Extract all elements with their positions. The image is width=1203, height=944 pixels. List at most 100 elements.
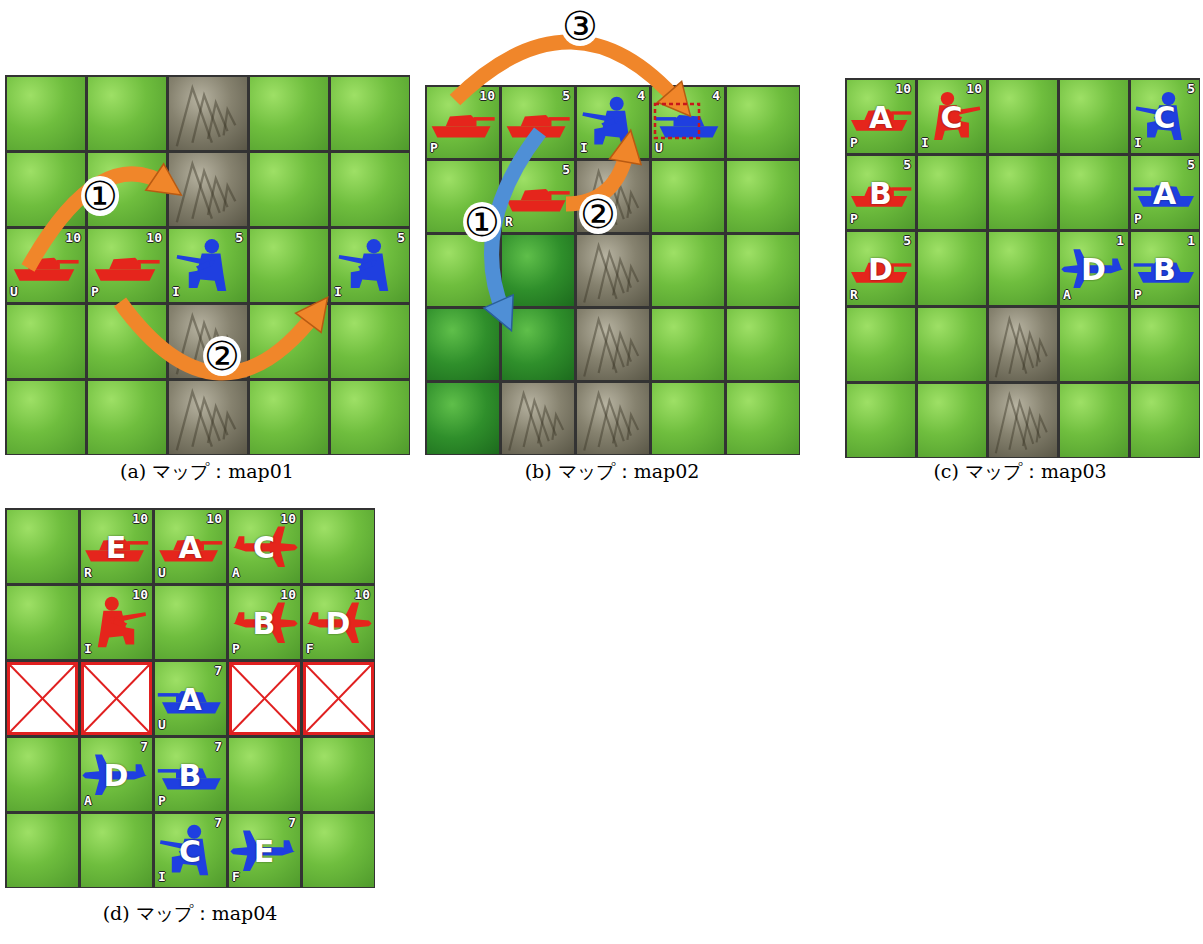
blocked-mark: [232, 665, 297, 732]
unit-letter: A: [869, 103, 892, 133]
hit-points: 10: [206, 512, 222, 525]
unit-type: P: [850, 136, 858, 149]
hit-points: 1: [1187, 234, 1195, 247]
unit-letter: D: [868, 255, 893, 285]
callout-number: ②: [203, 336, 241, 376]
terrain-tile: [577, 235, 649, 306]
mountain-texture: [169, 153, 247, 226]
terrain-tile: [7, 510, 78, 583]
unit-letter: A: [178, 685, 201, 715]
hit-points: 10: [280, 512, 296, 525]
hit-points: 10: [280, 588, 296, 601]
unit-letter: C: [253, 533, 275, 563]
terrain-tile: [727, 235, 799, 306]
hit-points: 5: [235, 231, 243, 244]
unit-type: I: [158, 870, 166, 883]
terrain-tile: [727, 309, 799, 380]
unit-letter: B: [1153, 255, 1176, 285]
unit-type: I: [921, 136, 929, 149]
hit-points: 7: [140, 740, 148, 753]
mountain-texture: [989, 308, 1057, 381]
mountain-texture: [577, 235, 649, 306]
hit-points: 5: [1187, 158, 1195, 171]
mountain-texture: [989, 384, 1057, 457]
move-arrow: [455, 42, 680, 104]
terrain-tile: [427, 309, 499, 380]
terrain-tile: [502, 235, 574, 306]
hit-points: 4: [637, 89, 645, 102]
terrain-tile: [847, 308, 915, 381]
hit-points: 1: [1116, 234, 1124, 247]
terrain-tile: [331, 381, 409, 454]
unit-letter: E: [106, 533, 127, 563]
terrain-tile: [7, 381, 85, 454]
hit-points: 10: [354, 588, 370, 601]
map-caption: (b) マップ：map02: [525, 462, 700, 481]
unit-type: P: [91, 285, 99, 298]
hit-points: 5: [903, 234, 911, 247]
terrain-tile: [1060, 156, 1128, 229]
hit-points: 10: [132, 588, 148, 601]
terrain-tile: [1060, 308, 1128, 381]
terrain-tile: [7, 77, 85, 150]
unit-letter: D: [1081, 255, 1106, 285]
hit-points: 10: [132, 512, 148, 525]
terrain-tile: [81, 814, 152, 887]
unit-type: P: [158, 794, 166, 807]
terrain-tile: [81, 662, 152, 735]
mountain-texture: [169, 381, 247, 454]
terrain-tile: [7, 662, 78, 735]
hit-points: 5: [903, 158, 911, 171]
unit-icon: [169, 229, 246, 301]
unit-letter: A: [178, 533, 201, 563]
hit-points: 4: [712, 89, 720, 102]
inf-unit: [169, 229, 246, 301]
unit-type: U: [158, 718, 166, 731]
terrain-tile: [303, 738, 374, 811]
target-marker: [655, 104, 699, 138]
terrain-tile: [577, 383, 649, 454]
unit-letter: D: [104, 761, 129, 791]
unit-type: I: [1134, 136, 1142, 149]
terrain-tile: [303, 510, 374, 583]
hit-points: 5: [562, 163, 570, 176]
unit-letter: B: [869, 179, 892, 209]
hit-points: 7: [214, 816, 222, 829]
mountain-texture: [577, 383, 649, 454]
terrain-tile: [331, 77, 409, 150]
terrain-tile: [918, 232, 986, 305]
hit-points: 5: [1187, 82, 1195, 95]
terrain-tile: [169, 381, 247, 454]
terrain-tile: [250, 229, 328, 302]
unit-type: A: [232, 566, 240, 579]
terrain-tile: [727, 383, 799, 454]
unit-type: R: [505, 215, 513, 228]
terrain-tile: [229, 738, 300, 811]
terrain-tile: [169, 77, 247, 150]
unit-type: P: [232, 642, 240, 655]
callout-number: ③: [561, 6, 599, 46]
terrain-tile: [918, 156, 986, 229]
callout-number: ②: [579, 194, 617, 234]
terrain-tile: [331, 153, 409, 226]
unit-type: F: [306, 642, 314, 655]
terrain-tile: [229, 662, 300, 735]
terrain-tile: [989, 80, 1057, 153]
terrain-tile: [989, 232, 1057, 305]
unit-type: P: [1134, 288, 1142, 301]
hit-points: 7: [288, 816, 296, 829]
terrain-tile: [652, 235, 724, 306]
unit-type: F: [232, 870, 240, 883]
unit-type: U: [655, 141, 663, 154]
hit-points: 10: [895, 82, 911, 95]
unit-letter: C: [179, 837, 201, 867]
unit-letter: B: [179, 761, 202, 791]
terrain-tile: [989, 308, 1057, 381]
terrain-tile: [847, 384, 915, 457]
map-caption: (c) マップ：map03: [933, 462, 1106, 481]
terrain-tile: [727, 161, 799, 232]
unit-letter: E: [254, 837, 275, 867]
terrain-tile: [427, 383, 499, 454]
terrain-tile: [1131, 308, 1199, 381]
